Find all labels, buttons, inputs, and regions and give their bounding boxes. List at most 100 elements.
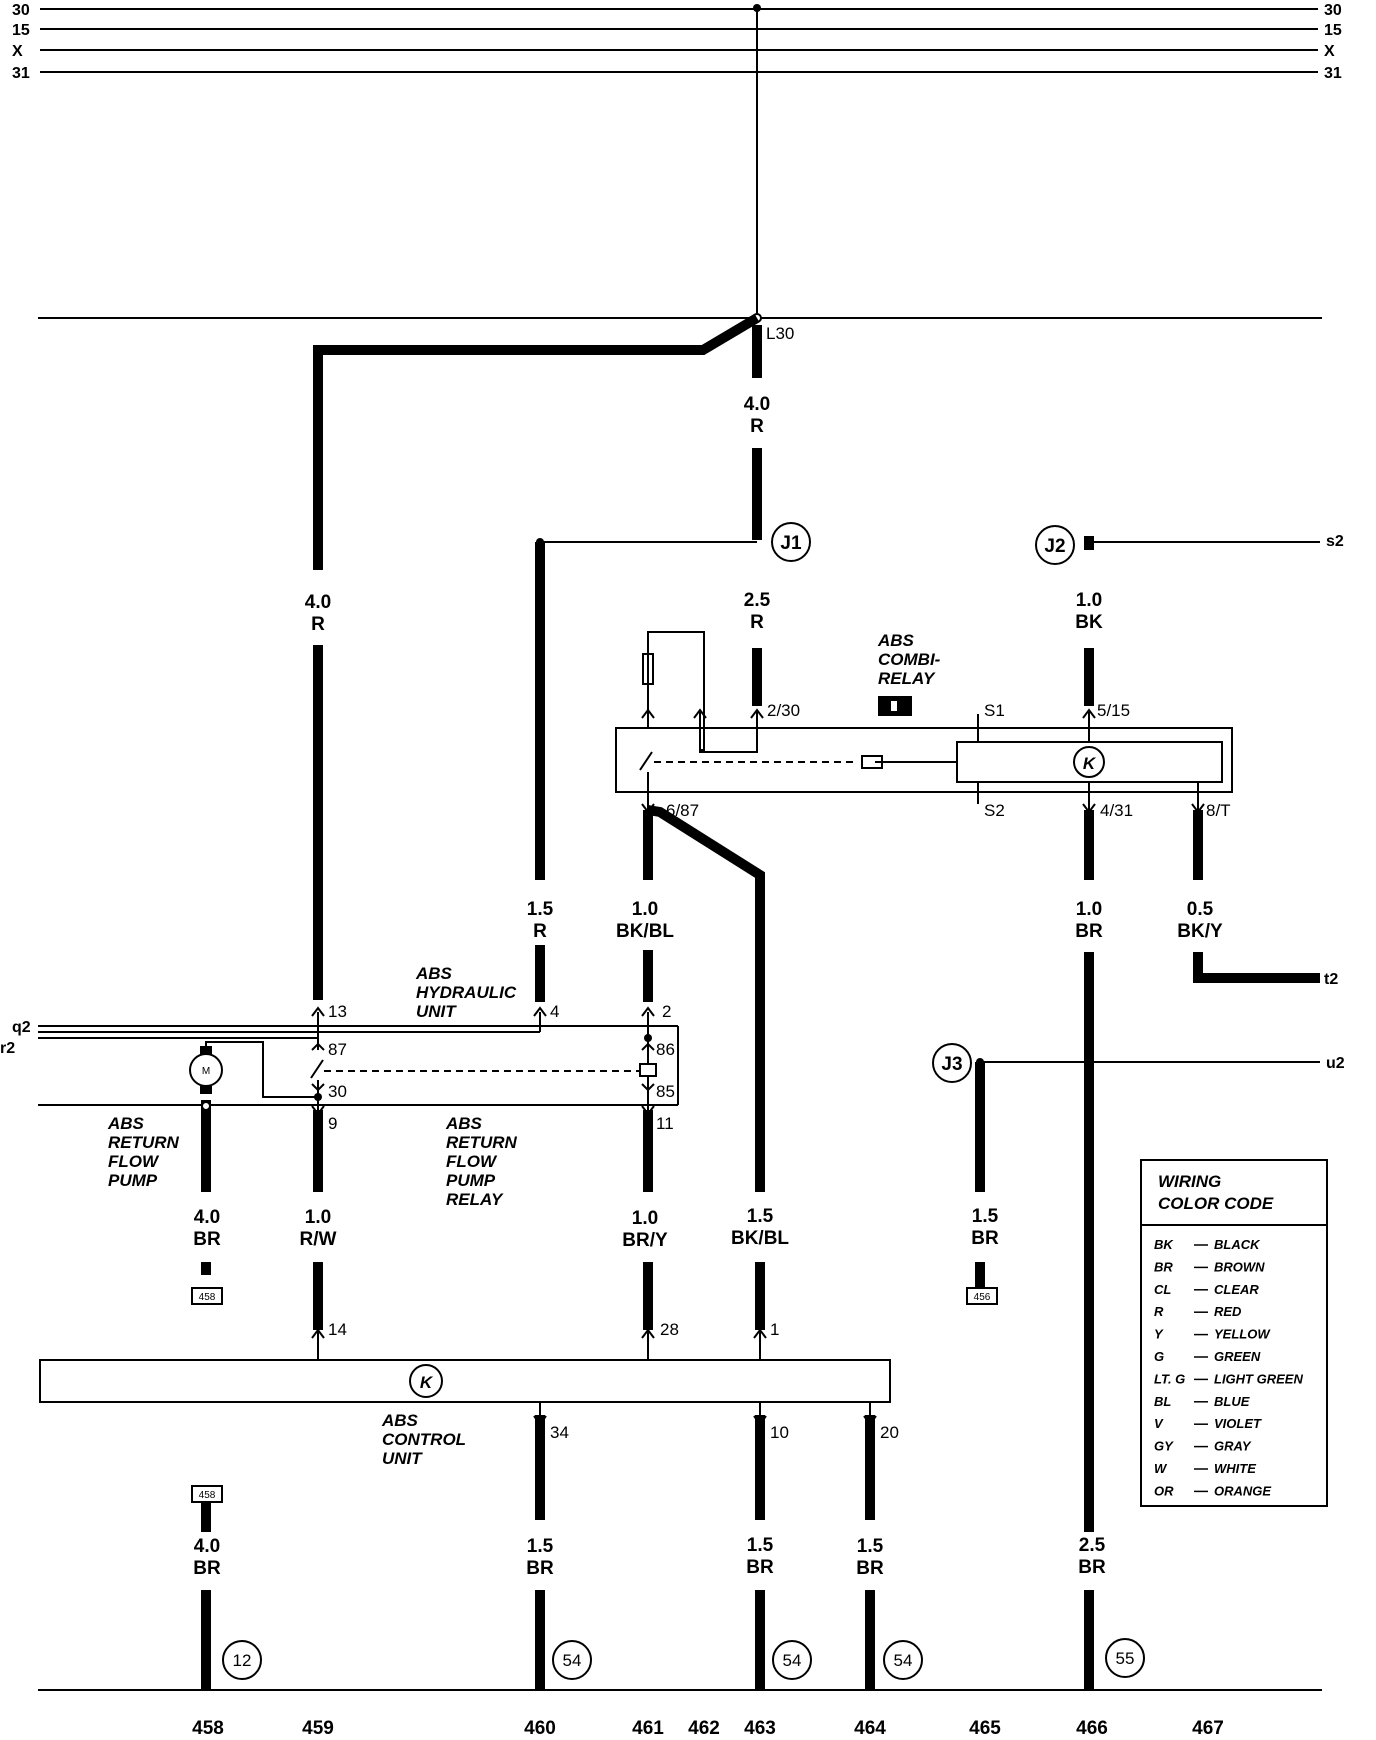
grid-number: 460 — [524, 1718, 556, 1739]
legend-entry: OR ORANGE — [1154, 1483, 1271, 1498]
pin-label: 6/87 — [666, 801, 699, 820]
wire-color: R — [533, 921, 547, 942]
wire-size: 2.5 — [1079, 1535, 1106, 1556]
pin-label: 20 — [880, 1423, 899, 1442]
ref-u2: u2 — [1326, 1055, 1345, 1072]
grid-number: 461 — [632, 1718, 664, 1739]
wire-color: BR — [746, 1557, 774, 1578]
wire-size: 1.5 — [972, 1206, 999, 1227]
grid-number: 465 — [969, 1718, 1001, 1739]
connector-j2-label: J2 — [1044, 536, 1065, 557]
legend-name: RED — [1214, 1304, 1242, 1319]
ground-point-label: 55 — [1116, 1649, 1135, 1668]
control-unit-caption: CONTROL — [382, 1430, 466, 1449]
svg-text:M: M — [202, 1066, 210, 1077]
legend-title: COLOR CODE — [1158, 1194, 1274, 1213]
wire-color: BR — [1078, 1557, 1106, 1578]
wire-color: BR — [193, 1558, 221, 1579]
legend-code: BK — [1154, 1237, 1174, 1252]
legend-name: YELLOW — [1214, 1327, 1271, 1342]
legend-name: WHITE — [1214, 1461, 1256, 1476]
wire-color: BK/BL — [731, 1228, 789, 1249]
ground-points: 12 54 54 54 55 — [222, 1638, 1145, 1680]
wire-size: 1.5 — [747, 1206, 774, 1227]
bus-label-30-right: 30 — [1324, 2, 1342, 19]
bus-label-15-right: 15 — [1324, 22, 1342, 39]
combi-relay-caption: RELAY — [878, 669, 936, 688]
pin-label: S1 — [984, 701, 1005, 720]
pump-relay-caption: RELAY — [446, 1190, 504, 1209]
ref-t2: t2 — [1324, 971, 1338, 988]
svg-text:K: K — [1083, 754, 1097, 773]
pin-label: 34 — [550, 1423, 569, 1442]
legend-entry: W WHITE — [1154, 1461, 1256, 1476]
pump-relay-caption: RETURN — [446, 1133, 518, 1152]
wire-size: 1.5 — [857, 1536, 884, 1557]
legend-code: OR — [1154, 1483, 1174, 1498]
pin-label: 2/30 — [767, 701, 800, 720]
legend-code: W — [1154, 1461, 1168, 1476]
legend-code: R — [1154, 1304, 1164, 1319]
bus-label-x-left: X — [12, 43, 23, 60]
wire-size: 1.0 — [1076, 899, 1102, 920]
abs-combi-relay: K ABS COMBI- RELAY 2/30 S1 — [615, 631, 1233, 820]
bus-label-31-right: 31 — [1324, 65, 1342, 82]
grid-number: 467 — [1192, 1718, 1224, 1739]
wire-color: BK/Y — [1177, 921, 1223, 942]
wire-size: 2.5 — [744, 590, 771, 611]
bus-lines: 30 15 X 31 30 15 X 31 — [12, 2, 1342, 82]
bus-label-30-left: 30 — [12, 2, 30, 19]
grid-number: 458 — [192, 1718, 224, 1739]
connector-j1 — [771, 522, 811, 562]
bus-label-15-left: 15 — [12, 22, 30, 39]
wire-labels: 4.0 R 4.0 R 2.5 R 1.0 BK 1.5 R 1.0 BK/BL… — [193, 394, 1223, 1579]
pin-label: 28 — [660, 1320, 679, 1339]
wire-color: R — [750, 612, 764, 633]
legend-code: LT. G — [1154, 1371, 1185, 1386]
connector-j3 — [932, 1043, 972, 1083]
ground-point-label: 54 — [894, 1651, 913, 1670]
wire-size: 4.0 — [194, 1207, 220, 1228]
connector-j1-label: J1 — [780, 533, 802, 554]
wire-size: 1.5 — [527, 1536, 554, 1557]
pin-label: 5/15 — [1097, 701, 1130, 720]
wire-color: R/W — [300, 1229, 337, 1250]
ref-box-label: 456 — [974, 1292, 991, 1303]
connector-j2 — [1035, 525, 1075, 565]
wire-size: 1.0 — [632, 899, 658, 920]
hydraulic-unit-caption: UNIT — [416, 1002, 457, 1021]
ref-s2: s2 — [1326, 533, 1344, 550]
wire-color: BR — [193, 1229, 221, 1250]
ref-box-label: 458 — [199, 1490, 216, 1501]
control-unit-caption: UNIT — [382, 1449, 423, 1468]
grid-number: 459 — [302, 1718, 334, 1739]
wire-color: BR — [856, 1558, 884, 1579]
connector-j3-label: J3 — [941, 1054, 962, 1075]
return-pump-caption: ABS — [107, 1114, 145, 1133]
wire-size: 4.0 — [305, 592, 331, 613]
pin-label: 9 — [328, 1114, 337, 1133]
legend-name: GREEN — [1214, 1349, 1261, 1364]
abs-hydraulic-unit: M 13 4 2 87 86 30 85 9 11 ABS H — [38, 964, 679, 1209]
legend-name: ORANGE — [1214, 1483, 1271, 1498]
splice-l30-label: L30 — [766, 324, 794, 343]
ground-point-label: 54 — [563, 1651, 582, 1670]
legend-name: BLACK — [1214, 1237, 1261, 1252]
combi-relay-caption: ABS — [877, 631, 915, 650]
pin-label: 14 — [328, 1320, 347, 1339]
hydraulic-unit-caption: ABS — [415, 964, 453, 983]
pin-label: 8/T — [1206, 801, 1231, 820]
pump-relay-caption: FLOW — [446, 1152, 498, 1171]
pin-label: 1 — [770, 1320, 779, 1339]
wires — [201, 313, 1320, 1690]
pin-label: 10 — [770, 1423, 789, 1442]
return-pump-caption: RETURN — [108, 1133, 180, 1152]
legend-code: Y — [1154, 1327, 1164, 1342]
legend-name: BLUE — [1214, 1394, 1250, 1409]
